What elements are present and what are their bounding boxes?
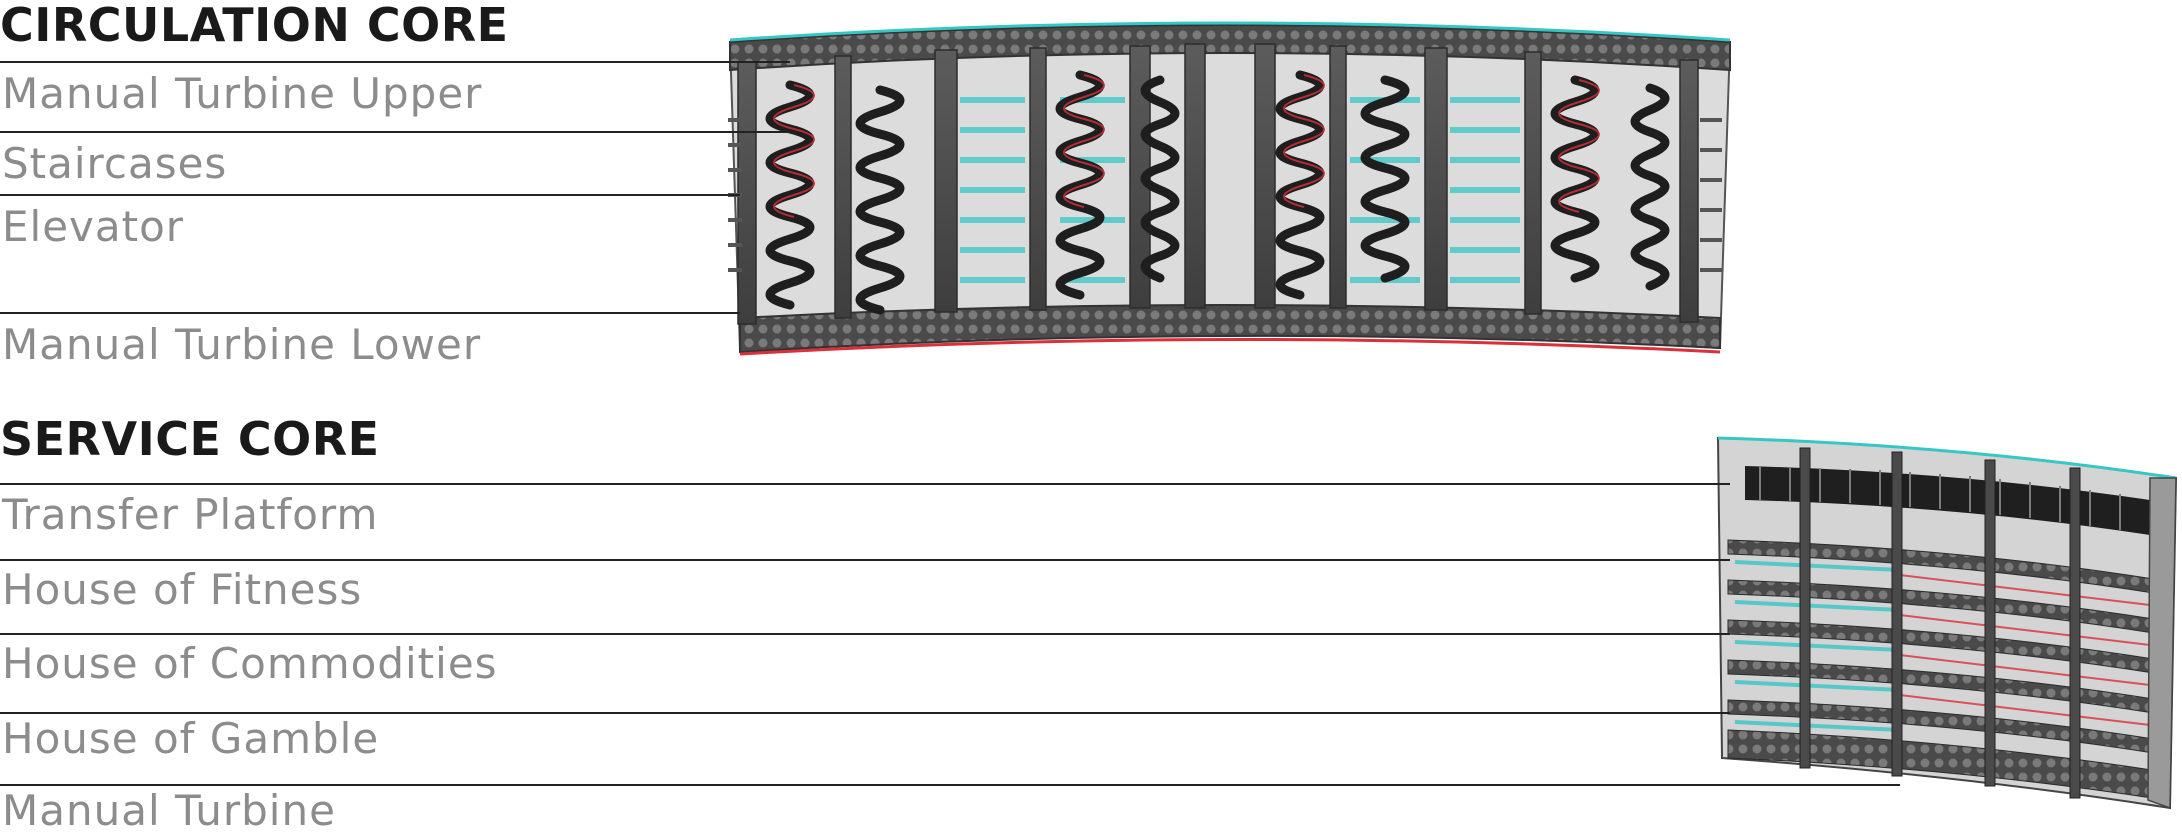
label-staircases: Staircases — [2, 139, 228, 188]
label-manual-turbine-upper: Manual Turbine Upper — [2, 69, 483, 118]
label-house-of-commodities: House of Commodities — [2, 639, 498, 688]
label-manual-turbine: Manual Turbine — [2, 786, 336, 835]
service-core-model — [1716, 436, 2178, 810]
label-manual-turbine-lower: Manual Turbine Lower — [2, 320, 482, 369]
service-core-heading: SERVICE CORE — [0, 412, 380, 466]
circulation-core-model — [728, 21, 1732, 356]
circulation-core-heading: CIRCULATION CORE — [0, 0, 509, 52]
label-house-of-gamble: House of Gamble — [2, 714, 380, 763]
label-house-of-fitness: House of Fitness — [2, 565, 363, 614]
label-transfer-platform: Transfer Platform — [2, 490, 379, 539]
leader-lines — [0, 61, 1900, 786]
label-elevator: Elevator — [2, 202, 185, 251]
